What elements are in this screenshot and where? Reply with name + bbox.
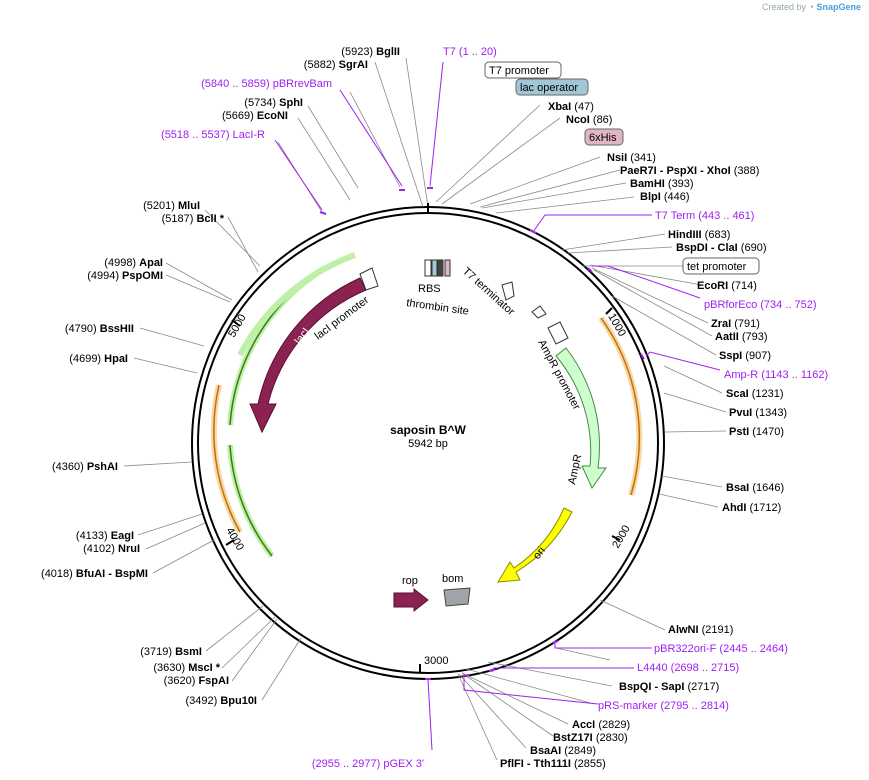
label-lac-operator: lac operator (520, 82, 578, 94)
label-pvui: PvuI (1343) (729, 407, 787, 419)
label-t7-term: T7 Term (443 .. 461) (655, 210, 754, 222)
bom-label: bom (442, 573, 463, 585)
label-tet-promoter: tet promoter (687, 261, 747, 273)
tick-3000: 3000 (424, 655, 448, 667)
label-bspdi: BspDI - ClaI (690) (676, 242, 766, 254)
tick-4000: 4000 (223, 526, 246, 553)
rop-label: rop (402, 575, 418, 587)
label-pshai: (4360) PshAI (52, 461, 118, 473)
label-bglii: (5923) BglII (341, 46, 400, 58)
label-paer7i: PaeR7I - PspXI - XhoI (388) (620, 165, 759, 177)
left-labels: (5923) BglII (5882) SgrAI (5840 .. 5859)… (41, 46, 424, 770)
label-sspi: SspI (907) (719, 350, 771, 362)
bom-feature (443, 587, 471, 607)
tet-promoter-box (682, 257, 760, 275)
label-apai: (4998) ApaI (104, 257, 163, 269)
label-bpu10i: (3492) Bpu10I (185, 695, 257, 707)
label-hindiii: HindIII (683) (668, 229, 730, 241)
label-bsshii: (4790) BssHII (65, 323, 134, 335)
site-markers (319, 187, 645, 680)
plasmid-name: saposin B^W (390, 423, 466, 437)
label-bsaai: BsaAI (2849) (530, 745, 596, 757)
label-aatii: AatII (793) (715, 331, 768, 343)
label-psti: PstI (1470) (729, 426, 784, 438)
t7-terminator-glyph (531, 305, 547, 319)
top-small-features (424, 259, 451, 277)
t7-promoter-box (484, 61, 562, 79)
credit-brand: SnapGene (816, 2, 861, 12)
label-l4440: L4440 (2698 .. 2715) (637, 662, 739, 674)
label-pspomi: (4994) PspOMI (87, 270, 163, 282)
label-ecori: EcoRI (714) (697, 280, 757, 292)
laci-promoter-arrow (359, 267, 379, 291)
leader-lines (123, 57, 727, 761)
label-mlui: (5201) MluI (143, 200, 200, 212)
label-alwni: AlwNI (2191) (668, 624, 733, 636)
label-acci: AccI (2829) (572, 719, 630, 731)
laci-feature (249, 277, 367, 434)
label-t7: T7 (1 .. 20) (443, 46, 497, 58)
label-zrai: ZraI (791) (711, 318, 760, 330)
label-laci-r: (5518 .. 5537) LacI-R (161, 129, 265, 141)
label-hpai: (4699) HpaI (69, 353, 128, 365)
green-track-top (237, 252, 357, 357)
label-bcli: (5187) BclI * (162, 213, 225, 225)
tick-2000: 2000 (610, 523, 633, 550)
t7-terminator-arrow (501, 281, 515, 301)
label-bamhi: BamHI (393) (630, 178, 694, 190)
rbs-label: RBS (418, 283, 441, 295)
label-ncoi: NcoI (86) (566, 114, 612, 126)
label-sphi: (5734) SphI (244, 97, 303, 109)
label-amp-r: Amp-R (1143 .. 1162) (724, 369, 828, 381)
label-pgex3: (2955 .. 2977) pGEX 3' (312, 758, 424, 770)
label-pbrrevbam: (5840 .. 5859) pBRrevBam (201, 78, 332, 90)
ticks (225, 203, 621, 673)
orange-tracks (210, 316, 643, 534)
ampr-label: AmpR (566, 453, 584, 485)
snapgene-logo-icon: ◔ (808, 2, 814, 12)
ori-feature (497, 507, 573, 583)
label-nrui: (4102) NruI (83, 543, 140, 555)
right-labels: T7 (1 .. 20) T7 promoter lac operator Xb… (443, 46, 828, 770)
credit-prefix: Created by (761, 2, 807, 12)
plasmid-size: 5942 bp (408, 438, 448, 450)
label-econi: (5669) EcoNI (222, 110, 288, 122)
label-ahdi: AhdI (1712) (722, 502, 781, 514)
label-pbrforeco: pBRforEco (734 .. 752) (704, 299, 817, 311)
rop-feature (393, 587, 429, 613)
snapgene-credit: Created by ◔ SnapGene (762, 2, 861, 12)
label-bsai: BsaI (1646) (726, 482, 784, 494)
label-blpi: BlpI (446) (640, 191, 690, 203)
label-bfuai: (4018) BfuAI - BspMI (41, 568, 148, 580)
label-msci: (3630) MscI * (153, 662, 220, 674)
label-nsii: NsiI (341) (607, 152, 656, 164)
label-prs-marker: pRS-marker (2795 .. 2814) (598, 700, 729, 712)
thrombin-label: thrombin site (406, 297, 470, 318)
label-bstz17i: BstZ17I (2830) (553, 732, 628, 744)
label-fspai: (3620) FspAI (164, 675, 229, 687)
label-bspqi: BspQI - SapI (2717) (619, 681, 719, 693)
label-bsmi: (3719) BsmI (140, 646, 202, 658)
ampr-promoter-arrow (547, 321, 569, 345)
label-eagi: (4133) EagI (76, 530, 134, 542)
label-scai: ScaI (1231) (726, 388, 784, 400)
ori-label: ori (531, 545, 548, 562)
label-pbr322ori-f: pBR322ori-F (2445 .. 2464) (654, 643, 788, 655)
ampr-feature (555, 347, 607, 490)
6xhis-box (584, 128, 624, 146)
label-sgrai: (5882) SgrAI (304, 59, 368, 71)
label-t7-promoter: T7 promoter (489, 65, 549, 77)
label-xbai: XbaI (47) (548, 101, 594, 113)
lac-operator-box (515, 78, 589, 96)
label-6xhis: 6xHis (589, 132, 617, 144)
label-pflfi: PflFI - Tth111I (2855) (500, 758, 606, 770)
